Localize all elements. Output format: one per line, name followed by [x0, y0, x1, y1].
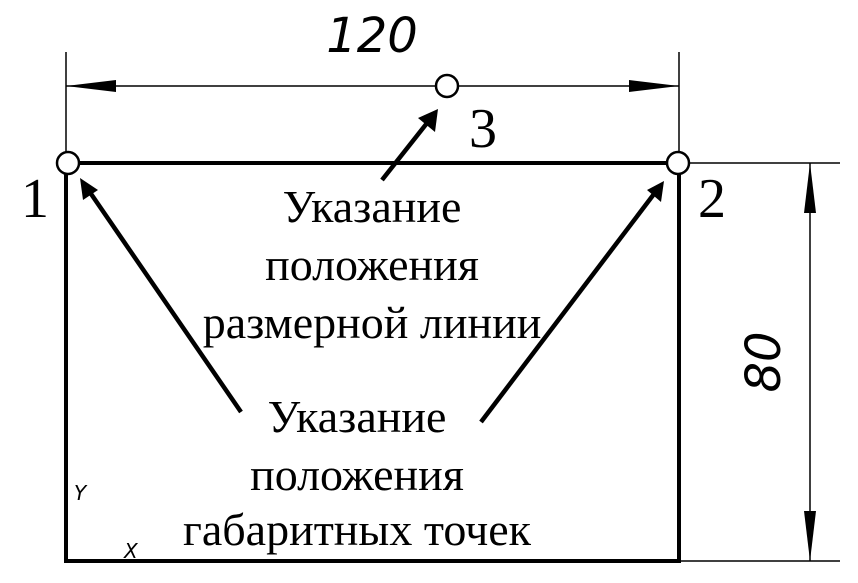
rectangle-outline [64, 161, 681, 563]
annotation-extent-points-3: габаритных точек [183, 504, 532, 555]
annotation-extent-points-2: положения [250, 449, 464, 500]
point-label-1: 1 [21, 168, 49, 230]
axis-y-label: Y [74, 481, 88, 505]
dimension-arrow-top [804, 163, 816, 213]
pointer-arrowhead-3 [418, 109, 438, 132]
pointer-line-2 [479, 188, 659, 424]
point-marker-3 [434, 73, 460, 99]
dimension-arrow-left [66, 80, 116, 92]
point-label-2: 2 [698, 168, 726, 230]
pointer-arrowhead-1 [80, 178, 98, 200]
pointer-arrowhead-2 [647, 181, 664, 202]
annotation-dimension-line-1: Указание [283, 181, 462, 232]
dimension-arrow-right [629, 80, 679, 92]
annotation-extent-points-1: Указание [268, 391, 447, 442]
axis-x-label: X [123, 539, 139, 563]
dimension-arrow-bottom [804, 511, 816, 561]
point-label-3: 3 [469, 98, 497, 160]
annotation-dimension-line-2: положения [265, 239, 479, 290]
dimension-height-label: 80 [736, 331, 792, 392]
point-marker-2 [665, 150, 691, 176]
dimension-width-label: 120 [326, 8, 418, 64]
point-marker-1 [55, 150, 81, 176]
pointer-line-3 [380, 116, 433, 182]
annotation-dimension-line-3: размерной линии [203, 297, 542, 348]
pointer-line-1 [85, 186, 243, 414]
